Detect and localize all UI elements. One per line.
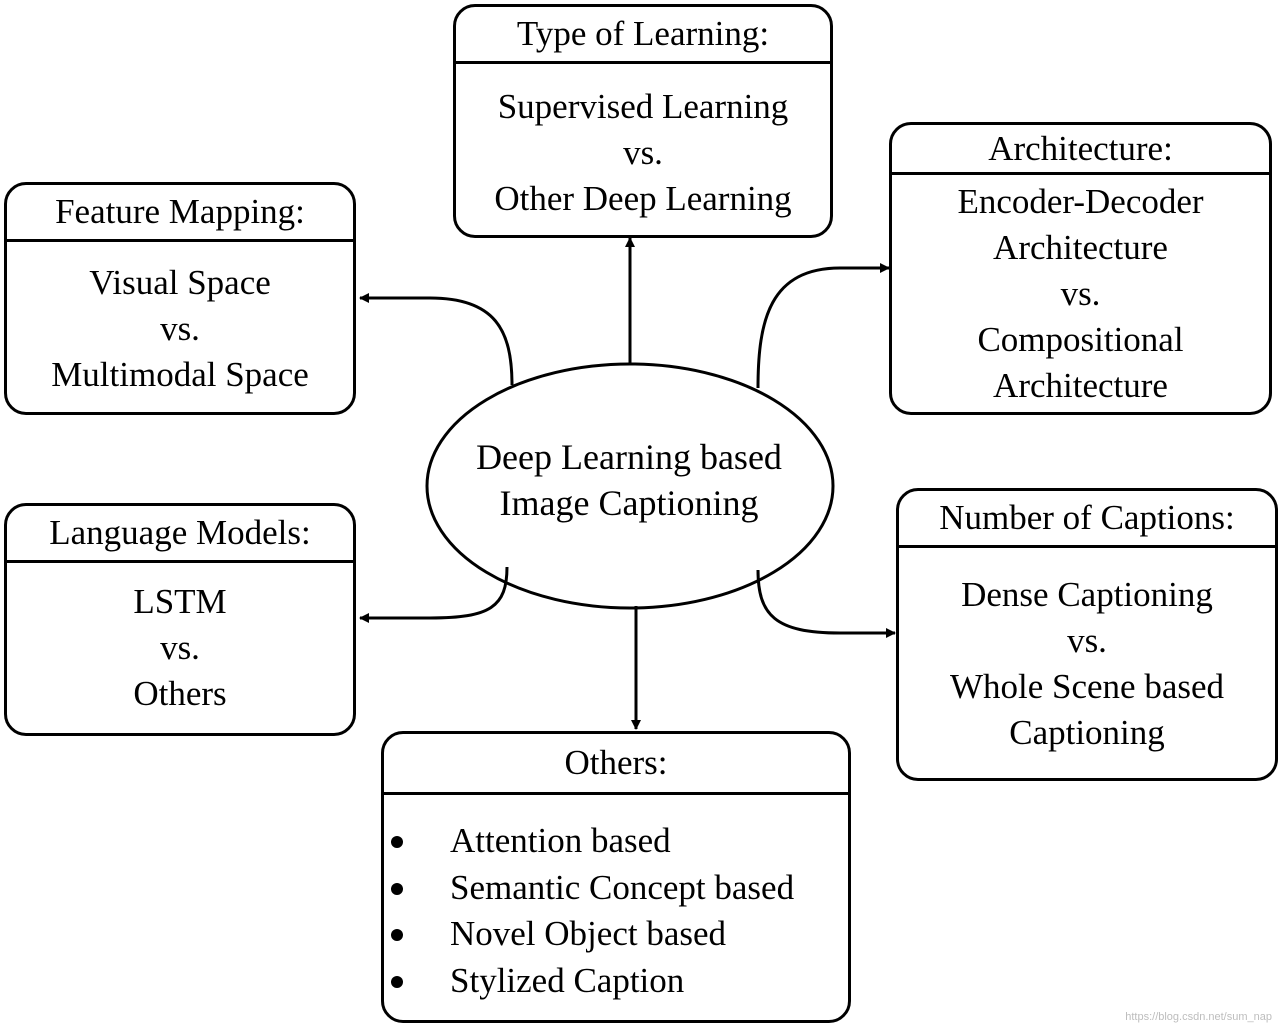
feature-mapping-line: vs.	[160, 309, 200, 348]
list-item: Novel Object based	[384, 911, 848, 958]
number-of-captions-body: Dense Captioning vs. Whole Scene based C…	[899, 548, 1275, 756]
architecture-body: Encoder-Decoder Architecture vs. Composi…	[892, 175, 1269, 409]
list-item-label: Novel Object based	[450, 914, 727, 953]
list-item: Semantic Concept based	[384, 865, 848, 912]
number-of-captions-line: Whole Scene based	[949, 667, 1225, 706]
architecture-line: Encoder-Decoder	[957, 182, 1204, 221]
center-line-2: Image Captioning	[499, 483, 759, 523]
list-item: Stylized Caption	[384, 958, 848, 1005]
bullet-dot	[391, 929, 403, 941]
others-box: Others: Attention based Semantic Concept…	[381, 731, 851, 1023]
feature-mapping-title: Feature Mapping:	[7, 185, 353, 242]
architecture-title: Architecture:	[892, 125, 1269, 175]
language-models-line: vs.	[160, 628, 200, 667]
language-models-line: Others	[133, 674, 227, 713]
list-item: Attention based	[384, 818, 848, 865]
architecture-line: Architecture	[993, 366, 1168, 405]
type-of-learning-title: Type of Learning:	[456, 7, 830, 64]
architecture-line: vs.	[1060, 274, 1101, 313]
type-of-learning-box: Type of Learning: Supervised Learning vs…	[453, 4, 833, 238]
language-models-box: Language Models: LSTM vs. Others	[4, 503, 356, 736]
number-of-captions-line: Dense Captioning	[961, 575, 1213, 614]
feature-mapping-line: Visual Space	[89, 263, 271, 302]
arrow-to-feature-mapping	[359, 293, 514, 386]
feature-mapping-box: Feature Mapping: Visual Space vs. Multim…	[4, 182, 356, 415]
type-of-learning-line: Other Deep Learning	[494, 179, 792, 218]
arrow-to-architecture	[756, 263, 890, 389]
list-item-label: Semantic Concept based	[450, 867, 795, 907]
language-models-body: LSTM vs. Others	[7, 563, 353, 717]
number-of-captions-line: Captioning	[1009, 713, 1165, 752]
number-of-captions-line: vs.	[1067, 621, 1107, 660]
type-of-learning-line: Supervised Learning	[497, 87, 789, 126]
center-line-1: Deep Learning based	[476, 437, 782, 477]
language-models-line: LSTM	[133, 582, 227, 621]
architecture-box: Architecture: Encoder-Decoder Architectu…	[889, 122, 1272, 415]
others-title: Others:	[384, 734, 848, 795]
feature-mapping-body: Visual Space vs. Multimodal Space	[7, 242, 353, 398]
language-models-title: Language Models:	[7, 506, 353, 563]
arrow-to-language-models	[359, 566, 509, 623]
type-of-learning-line: vs.	[623, 133, 663, 172]
arrow-to-number-of-captions	[756, 569, 896, 638]
architecture-line: Architecture	[993, 228, 1168, 267]
feature-mapping-line: Multimodal Space	[51, 355, 309, 394]
center-node-label: Deep Learning based Image Captioning	[428, 434, 830, 526]
list-item-label: Attention based	[450, 821, 671, 860]
bullet-dot	[391, 836, 403, 848]
others-list: Attention based Semantic Concept based N…	[384, 795, 848, 1004]
bullet-dot	[391, 975, 403, 988]
bullet-dot	[391, 882, 403, 895]
type-of-learning-body: Supervised Learning vs. Other Deep Learn…	[456, 64, 830, 222]
number-of-captions-title: Number of Captions:	[899, 491, 1275, 548]
list-item-label: Stylized Caption	[450, 960, 685, 1000]
watermark: https://blog.csdn.net/sum_nap	[1125, 1011, 1272, 1023]
architecture-line: Compositional	[977, 320, 1184, 359]
number-of-captions-box: Number of Captions: Dense Captioning vs.…	[896, 488, 1278, 781]
